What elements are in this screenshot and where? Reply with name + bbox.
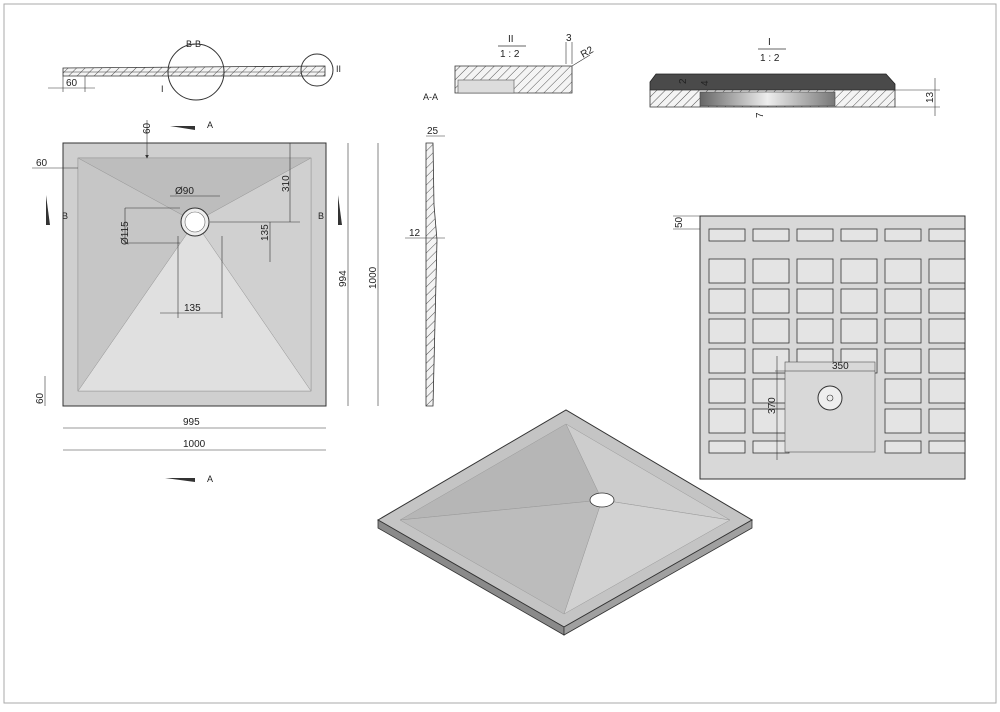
rib-cell	[708, 378, 746, 404]
rib-cell	[752, 258, 790, 284]
dim-135-h: 135	[184, 303, 201, 314]
dim-top-60: 60	[142, 122, 153, 134]
rib-cell	[708, 440, 746, 454]
rib-cell	[840, 228, 878, 242]
bb-dim-60: 60	[66, 78, 78, 89]
rib-cell	[884, 378, 922, 404]
section-aa-label: A-A	[423, 92, 438, 102]
rib-cell	[884, 288, 922, 314]
rib-cell	[796, 288, 834, 314]
cut-a-bottom: A	[207, 474, 213, 484]
rib-cell	[752, 228, 790, 242]
dim-inner-995: 995	[183, 417, 200, 428]
rib-cell	[752, 288, 790, 314]
rib-cell	[708, 228, 746, 242]
rib-cell	[928, 408, 966, 434]
rib-cell	[752, 318, 790, 344]
iso-drain	[589, 492, 615, 508]
dim-drain-outer-dia: Ø115	[120, 221, 131, 245]
rib-cell	[928, 228, 966, 242]
section-aa-view: A-A 25 12	[405, 92, 445, 407]
section-aa-profile	[425, 142, 438, 407]
rib-cell	[928, 348, 966, 374]
rib-cell	[928, 258, 966, 284]
section-bb-label: B-B	[186, 39, 201, 49]
rib-cell	[928, 378, 966, 404]
rib-cell	[840, 258, 878, 284]
section-bb-profile	[62, 65, 326, 77]
bottom-dim-370: 370	[767, 397, 778, 414]
rib-cell	[928, 288, 966, 314]
rib-cell	[884, 408, 922, 434]
dim-drain-dia: Ø90	[175, 186, 194, 197]
detail-i-dim-7: 7	[755, 112, 766, 118]
isometric-view	[377, 409, 753, 636]
bottom-dim-350: 350	[832, 361, 849, 372]
dim-drain-y: 310	[281, 175, 292, 192]
rib-cell	[840, 318, 878, 344]
detail-i-view: I 1 : 2 2 4 7 13	[649, 37, 940, 118]
detail-i-drain	[699, 91, 836, 107]
aa-dim-25: 25	[427, 126, 439, 137]
detail-ii-scale: 1 : 2	[500, 49, 520, 60]
dim-135-v: 135	[260, 224, 271, 241]
cut-b-left: B	[62, 211, 68, 221]
detail-i-dim-13: 13	[925, 91, 936, 103]
detail-i-title: I	[768, 37, 771, 48]
rib-cell	[708, 288, 746, 314]
dim-outer-1000-h: 1000	[183, 439, 206, 450]
section-bb-view: B-B I II 60	[48, 39, 341, 101]
bottom-drain-hole	[817, 385, 843, 411]
rib-cell	[708, 318, 746, 344]
aa-dim-12: 12	[409, 228, 421, 239]
detail-i-dim-4: 4	[700, 80, 711, 86]
bottom-dim-50: 50	[674, 216, 685, 228]
rib-cell	[796, 228, 834, 242]
detail-ii-title: II	[508, 34, 514, 45]
rib-cell	[708, 258, 746, 284]
bottom-view: 50 350 370	[673, 215, 966, 480]
sheet-border	[3, 3, 997, 704]
top-view: 60 60 60 Ø90 Ø115 310 135 135 994 1000 9…	[32, 120, 379, 484]
dim-outer-1000-v: 1000	[368, 266, 379, 289]
dim-left-60: 60	[36, 158, 48, 169]
rib-cell	[752, 348, 790, 374]
rib-cell	[884, 318, 922, 344]
detail-marker-i: I	[161, 84, 164, 94]
rib-cell	[752, 440, 790, 454]
rib-cell	[708, 348, 746, 374]
rib-cell	[884, 440, 922, 454]
detail-i-scale: 1 : 2	[760, 53, 780, 64]
detail-ii-view: II 1 : 2 3 R2	[454, 33, 596, 94]
detail-ii-dim-3: 3	[566, 33, 572, 44]
cut-b-right: B	[318, 211, 324, 221]
dim-bottom-60: 60	[35, 392, 46, 404]
detail-ii-dim-r2: R2	[579, 44, 596, 60]
rib-cell	[840, 288, 878, 314]
rib-cell	[796, 318, 834, 344]
rib-cell	[708, 408, 746, 434]
rib-cell	[796, 258, 834, 284]
detail-i-dim-2: 2	[678, 78, 689, 84]
detail-circle-ii	[300, 53, 334, 87]
cut-a-top: A	[207, 120, 213, 130]
rib-cell	[884, 348, 922, 374]
dim-inner-994: 994	[338, 270, 349, 287]
detail-circle-i	[167, 43, 225, 101]
rib-cell	[928, 440, 966, 454]
detail-marker-ii: II	[336, 64, 341, 74]
rib-cell	[884, 258, 922, 284]
rib-cell	[928, 318, 966, 344]
rib-cell	[884, 228, 922, 242]
